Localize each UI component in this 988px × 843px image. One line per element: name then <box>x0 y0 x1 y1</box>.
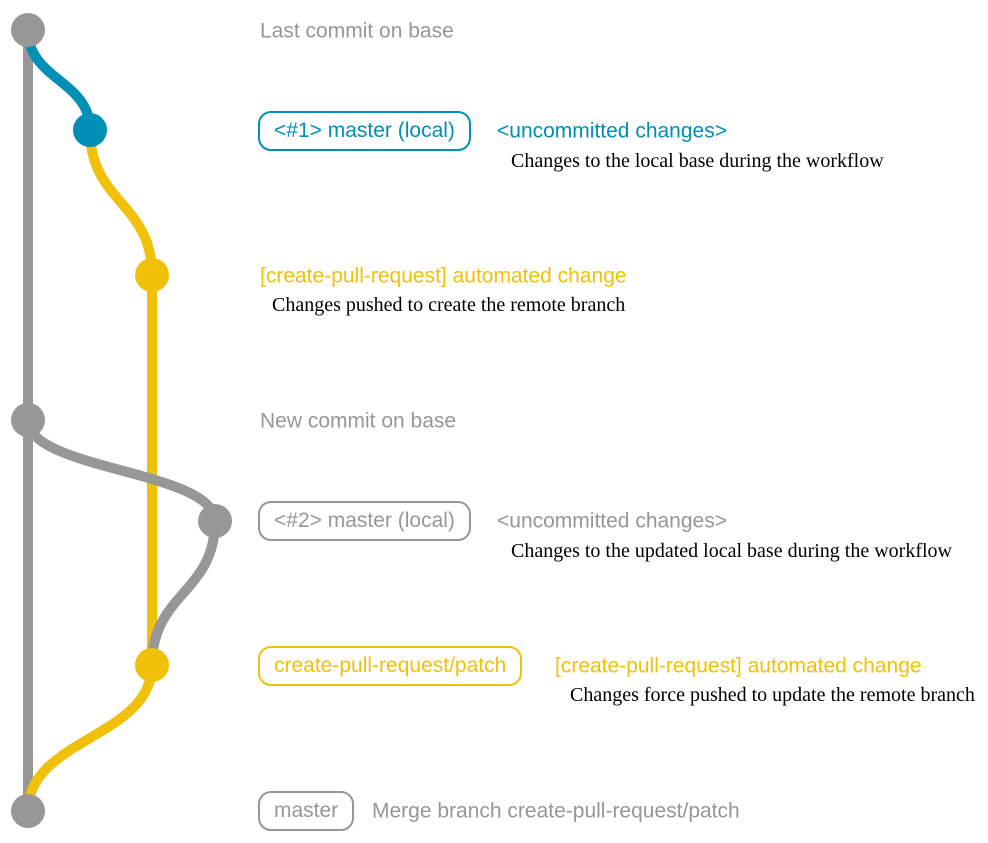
commit-message-automated-change-1: [create-pull-request] automated change <box>260 264 627 288</box>
branch-badge-master-local-1: <#1> master (local) <box>258 111 471 151</box>
commit-dot-last-commit-on-base <box>11 13 45 47</box>
commit-message-automated-change-2: [create-pull-request] automated change <box>555 654 922 678</box>
updated-base-branch-curve <box>23 415 221 670</box>
branch-badge-master: master <box>258 791 355 831</box>
commit-message-merge: Merge branch create-pull-request/patch <box>372 799 740 823</box>
commit-message-uncommitted-changes-2: <uncommitted changes> <box>497 509 727 533</box>
commit-dot-new-commit-on-base <box>11 403 45 437</box>
caption-local-base-changes: Changes to the local base during the wor… <box>511 150 884 172</box>
patch-branch-curve <box>85 125 157 670</box>
commit-dot-automated-change-1 <box>135 258 169 292</box>
merge-branch-curve <box>23 660 157 816</box>
commit-message-new-commit-on-base: New commit on base <box>260 409 457 433</box>
caption-changes-force-pushed: Changes force pushed to update the remot… <box>570 684 975 706</box>
commit-message-uncommitted-changes-1: <uncommitted changes> <box>497 119 727 143</box>
caption-updated-local-base-changes: Changes to the updated local base during… <box>511 540 952 562</box>
commit-dot-uncommitted-changes-2 <box>198 504 232 538</box>
commit-dot-merge <box>11 794 45 828</box>
commit-dot-uncommitted-changes-1 <box>73 113 107 147</box>
caption-changes-pushed: Changes pushed to create the remote bran… <box>272 294 626 316</box>
local-master-branch-curve <box>23 25 95 135</box>
commit-message-last-commit-on-base: Last commit on base <box>260 19 454 43</box>
commit-dot-automated-change-2 <box>135 648 169 682</box>
branch-badge-create-pull-request-patch: create-pull-request/patch <box>258 646 523 686</box>
branch-badge-master-local-2: <#2> master (local) <box>258 501 471 541</box>
